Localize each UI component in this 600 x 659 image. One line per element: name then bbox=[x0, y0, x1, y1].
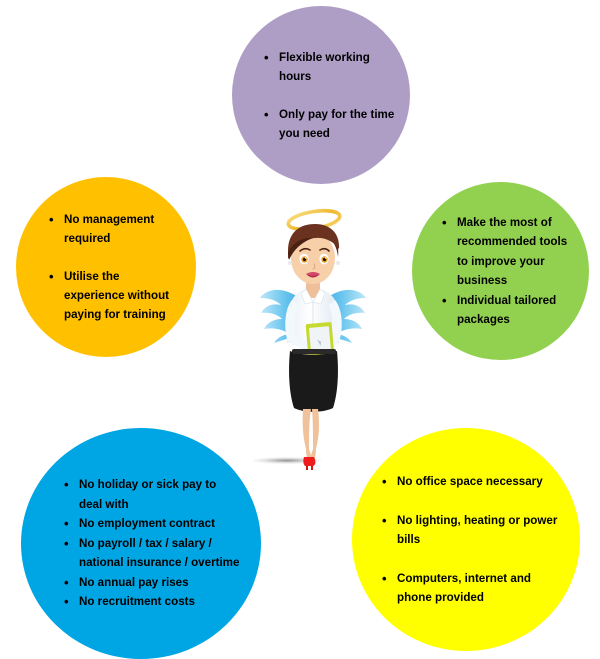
bullet-icon: • bbox=[264, 106, 269, 122]
tablet-icon bbox=[305, 322, 335, 358]
bullet-icon: • bbox=[264, 49, 269, 65]
bullet-icon: • bbox=[64, 477, 69, 493]
legs bbox=[302, 409, 320, 461]
skirt bbox=[289, 349, 338, 412]
bullet-icon: • bbox=[64, 594, 69, 610]
list-item-label: Utilise the experience without paying fo… bbox=[64, 270, 170, 321]
bullet-icon: • bbox=[64, 516, 69, 532]
employment-bubble: • No holiday or sick pay to deal with • … bbox=[21, 428, 261, 659]
management-bubble: • No management required • Utilise the e… bbox=[16, 177, 196, 357]
employment-bullet-list: • No holiday or sick pay to deal with • … bbox=[21, 475, 261, 612]
overheads-bullet-list: • No office space necessary • No lightin… bbox=[352, 472, 580, 607]
tools-bubble: • Make the most of recommended tools to … bbox=[412, 182, 589, 360]
flexibility-bubble: • Flexible working hours • Only pay for … bbox=[232, 6, 410, 184]
list-item: • Only pay for the time you need bbox=[264, 105, 396, 143]
list-item-label: Flexible working hours bbox=[279, 50, 370, 83]
bullet-icon: • bbox=[382, 571, 387, 586]
list-item: • No payroll / tax / salary / national i… bbox=[64, 534, 241, 573]
bullet-icon: • bbox=[49, 212, 54, 227]
list-item-label: Individual tailored packages bbox=[457, 293, 557, 327]
list-item-label: No payroll / tax / salary / national ins… bbox=[79, 536, 240, 570]
list-item: • Flexible working hours bbox=[264, 48, 396, 86]
ground-shadow bbox=[252, 457, 322, 464]
flexibility-bullet-list: • Flexible working hours • Only pay for … bbox=[232, 48, 410, 143]
shoes-icon bbox=[303, 457, 316, 470]
tools-bullet-list: • Make the most of recommended tools to … bbox=[412, 213, 589, 330]
business-angel-illustration bbox=[260, 208, 366, 470]
bullet-icon: • bbox=[382, 513, 387, 528]
bullet-icon: • bbox=[64, 535, 69, 551]
list-item-label: Make the most of recommended tools to im… bbox=[457, 215, 568, 288]
list-item-label: No recruitment costs bbox=[79, 595, 195, 609]
blouse bbox=[285, 288, 342, 358]
bullet-icon: • bbox=[442, 214, 447, 230]
list-item-label: No employment contract bbox=[79, 517, 215, 531]
bullet-icon: • bbox=[49, 269, 54, 284]
list-item-label: No annual pay rises bbox=[79, 575, 189, 589]
list-item: • Computers, internet and phone provided bbox=[382, 569, 562, 607]
list-item: • No annual pay rises bbox=[64, 573, 241, 593]
list-item: • Individual tailored packages bbox=[442, 291, 577, 330]
list-item: • No management required bbox=[49, 210, 182, 248]
list-item: • Utilise the experience without paying … bbox=[49, 267, 182, 324]
bullet-icon: • bbox=[442, 292, 447, 308]
bullet-icon: • bbox=[382, 474, 387, 489]
list-item: • No office space necessary bbox=[382, 472, 562, 491]
list-item: • No holiday or sick pay to deal with bbox=[64, 475, 241, 514]
list-item-label: Only pay for the time you need bbox=[279, 107, 395, 140]
overheads-bubble: • No office space necessary • No lightin… bbox=[352, 428, 580, 651]
list-item-label: No lighting, heating or power bills bbox=[397, 514, 558, 546]
list-item-label: Computers, internet and phone provided bbox=[397, 572, 531, 604]
bullet-icon: • bbox=[64, 574, 69, 590]
head bbox=[288, 224, 340, 284]
list-item-label: No holiday or sick pay to deal with bbox=[79, 478, 217, 511]
list-item-label: No management required bbox=[64, 213, 155, 245]
list-item: • No recruitment costs bbox=[64, 592, 241, 612]
list-item: • No lighting, heating or power bills bbox=[382, 511, 562, 549]
list-item: • No employment contract bbox=[64, 514, 241, 534]
list-item: • Make the most of recommended tools to … bbox=[442, 213, 577, 291]
list-item-label: No office space necessary bbox=[397, 475, 543, 488]
management-bullet-list: • No management required • Utilise the e… bbox=[16, 210, 196, 324]
